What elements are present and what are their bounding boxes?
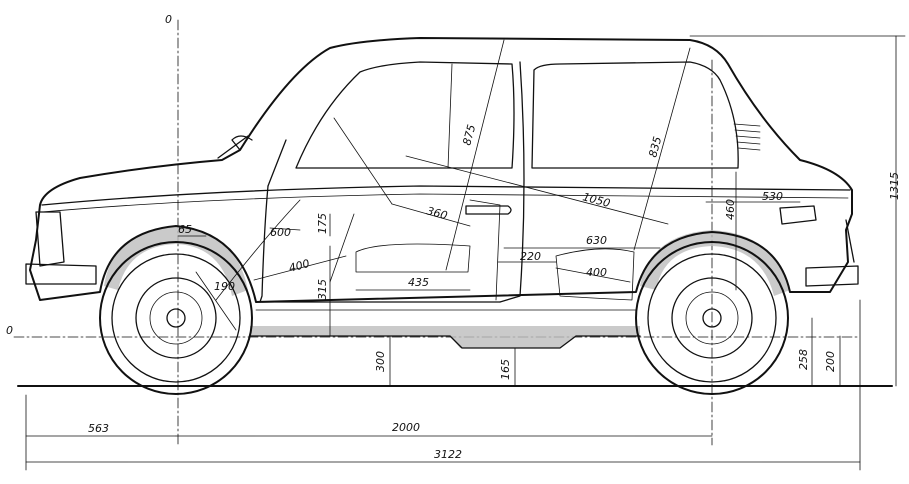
dim-ground-clearance-center: 165	[499, 359, 512, 380]
front-arch-liner	[104, 226, 248, 296]
steering-column	[333, 117, 393, 205]
rear-wheel	[635, 241, 789, 395]
dim-wheel-radius: 190	[214, 280, 235, 293]
dim-overall-length: 3122	[434, 448, 462, 461]
dim-rear-headroom: 835	[646, 135, 664, 159]
dim-pedal-height: 175	[316, 213, 329, 234]
fuel-cap	[779, 205, 817, 225]
underbody	[104, 226, 790, 349]
dim-front-overhang: 563	[88, 422, 109, 435]
rear-side-window	[531, 61, 739, 169]
vent-divider	[447, 63, 453, 169]
dim-floor-height: 315	[316, 279, 329, 300]
beltline-lower	[41, 193, 849, 213]
rear-vent-grille	[733, 123, 761, 151]
horizontal-zero-label: 0	[6, 324, 13, 337]
dim-wheelbase: 2000	[392, 421, 420, 434]
dim-front-seat-length: 360	[425, 204, 449, 222]
dim-front-seat-depth: 435	[408, 276, 429, 289]
dim-front-headroom: 875	[460, 123, 478, 147]
front-wheel	[99, 241, 253, 395]
gear-lever	[329, 213, 355, 283]
dim-rear-arch-height: 460	[724, 199, 737, 220]
dim-rear-shoulder: 530	[762, 190, 783, 203]
dimension-lines	[25, 35, 897, 463]
a-pillar-base	[267, 139, 287, 187]
headlight	[35, 211, 65, 267]
rear-arch-liner	[640, 230, 790, 296]
rear-seat-cushion	[555, 248, 635, 301]
body-outline	[29, 37, 853, 303]
dim-arch-offset: 65	[178, 223, 192, 236]
dim-rear-seat-depth: 400	[586, 266, 607, 279]
pedal-line	[215, 199, 301, 301]
dim-ground-clearance-body: 300	[374, 351, 387, 372]
front-seat-cushion	[355, 243, 471, 273]
dim-seat-gap: 220	[520, 250, 541, 263]
vertical-zero-label: 0	[165, 13, 172, 26]
front-bumper	[25, 263, 97, 285]
dim-rear-legroom: 630	[586, 234, 607, 247]
dim-rear-floor-height: 200	[824, 351, 837, 372]
door-rear-edge	[499, 61, 525, 303]
dim-front-seat-to-rear: 1050	[581, 190, 611, 210]
dim-steering-reach: 400	[287, 257, 311, 275]
dim-pedal-reach: 600	[270, 226, 291, 239]
wiper	[217, 135, 249, 159]
rear-bumper	[805, 265, 859, 287]
tail-light	[845, 219, 855, 263]
front-side-window	[295, 61, 515, 169]
door-handle	[465, 205, 512, 215]
dim-overall-height: 1315	[888, 172, 901, 200]
dim-rear-axle-height: 258	[797, 349, 810, 370]
car-body	[25, 37, 859, 311]
side-mirror	[231, 135, 253, 151]
seat-back-frame	[469, 199, 501, 301]
